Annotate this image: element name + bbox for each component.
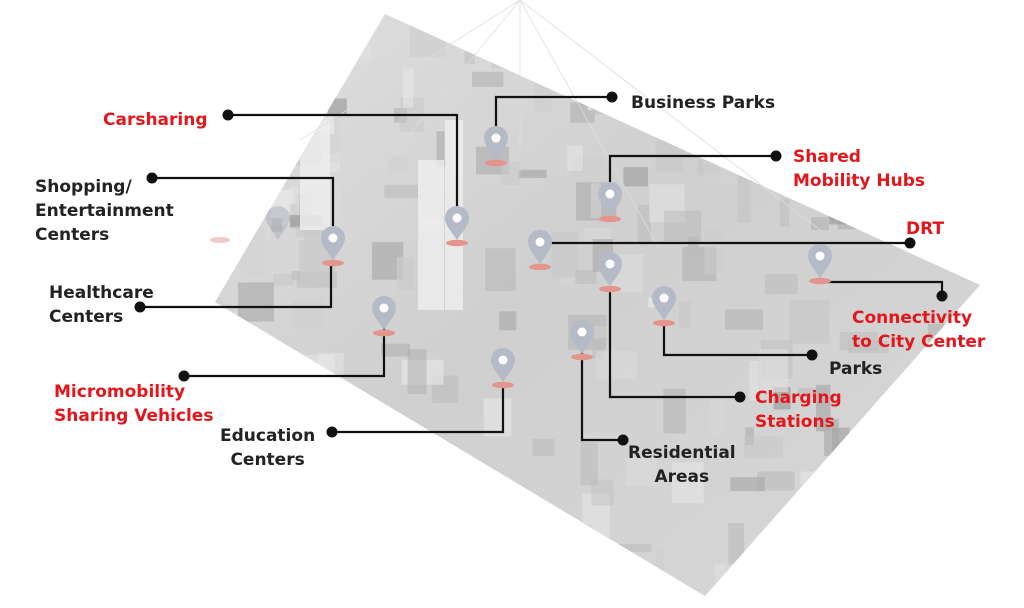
label-residential-areas: Residential Areas — [628, 441, 736, 489]
label-shopping-entertainment: Shopping/ Entertainment Centers — [35, 175, 174, 247]
label-line: Entertainment — [35, 201, 174, 221]
connector-healthcare — [140, 262, 333, 309]
connector-dot-icon — [146, 172, 158, 184]
label-line: Connectivity — [852, 308, 973, 328]
map-pin-icon — [652, 286, 676, 327]
connector-dot-icon — [734, 391, 746, 403]
label-line: Business Parks — [631, 93, 776, 113]
label-healthcare-centers: Healthcare Centers — [49, 281, 154, 329]
connector-micromobility — [184, 325, 386, 378]
label-parks: Parks — [829, 357, 882, 381]
label-line: Healthcare — [49, 283, 154, 303]
connector-shopping — [152, 176, 335, 245]
label-line: Centers — [35, 225, 110, 245]
connector-charging — [608, 290, 740, 399]
connector-dot-icon — [178, 370, 190, 382]
connector-dot-icon — [606, 91, 618, 103]
connector-dot-icon — [936, 290, 948, 302]
label-line: Centers — [230, 450, 305, 470]
label-line: Parks — [829, 359, 883, 379]
connectors — [140, 95, 944, 442]
label-connectivity-city-center: Connectivity to City Center — [852, 306, 985, 354]
label-line: Charging — [755, 388, 842, 408]
map-pin-icon — [528, 230, 552, 271]
label-line: Shopping/ — [35, 177, 132, 197]
connector-carsharing — [228, 113, 459, 225]
map-pin-icon — [808, 244, 832, 285]
map-pin-icon — [445, 206, 469, 247]
label-line: to City Center — [852, 332, 986, 352]
label-charging-stations: Charging Stations — [755, 386, 842, 434]
label-carsharing: Carsharing — [103, 108, 208, 132]
connector-dot-icon — [806, 349, 818, 361]
label-business-parks: Business Parks — [631, 91, 775, 115]
perspective-lines — [299, 0, 821, 251]
map-pin-icon — [598, 252, 622, 293]
label-line: Shared — [793, 147, 861, 167]
label-drt: DRT — [906, 217, 944, 241]
map-pin-icon — [570, 320, 594, 361]
connector-dot-icon — [222, 109, 234, 121]
label-line: Areas — [654, 467, 710, 487]
connector-education — [332, 385, 505, 434]
label-line: DRT — [906, 219, 945, 239]
connector-dot-icon — [326, 426, 338, 438]
label-shared-mobility-hubs: Shared Mobility Hubs — [793, 145, 925, 193]
map-pin-icon — [484, 126, 508, 167]
label-line: Micromobility — [54, 382, 186, 402]
label-line: Residential — [628, 443, 736, 463]
label-line: Centers — [49, 307, 124, 327]
connector-parks — [662, 320, 812, 357]
label-line: Mobility Hubs — [793, 171, 925, 191]
label-line: Stations — [755, 412, 835, 432]
map-pin-icon — [210, 206, 290, 243]
label-line: Education — [220, 426, 316, 446]
label-line: Sharing Vehicles — [54, 406, 214, 426]
connector-dot-icon — [617, 434, 629, 446]
connector-dot-icon — [904, 237, 916, 249]
connector-dot-icon — [770, 150, 782, 162]
connector-residential — [580, 350, 623, 442]
map-pin-icon — [598, 182, 622, 223]
label-micromobility: Micromobility Sharing Vehicles — [54, 380, 213, 428]
map-pin-icon — [321, 226, 345, 267]
map-pins — [321, 126, 832, 389]
map-pin-icon — [372, 296, 396, 337]
map-pin-icon — [491, 348, 515, 389]
label-education-centers: Education Centers — [220, 424, 315, 472]
connector-dot-icon — [134, 301, 146, 313]
connector-dots — [134, 91, 948, 446]
label-line: Carsharing — [103, 110, 208, 130]
